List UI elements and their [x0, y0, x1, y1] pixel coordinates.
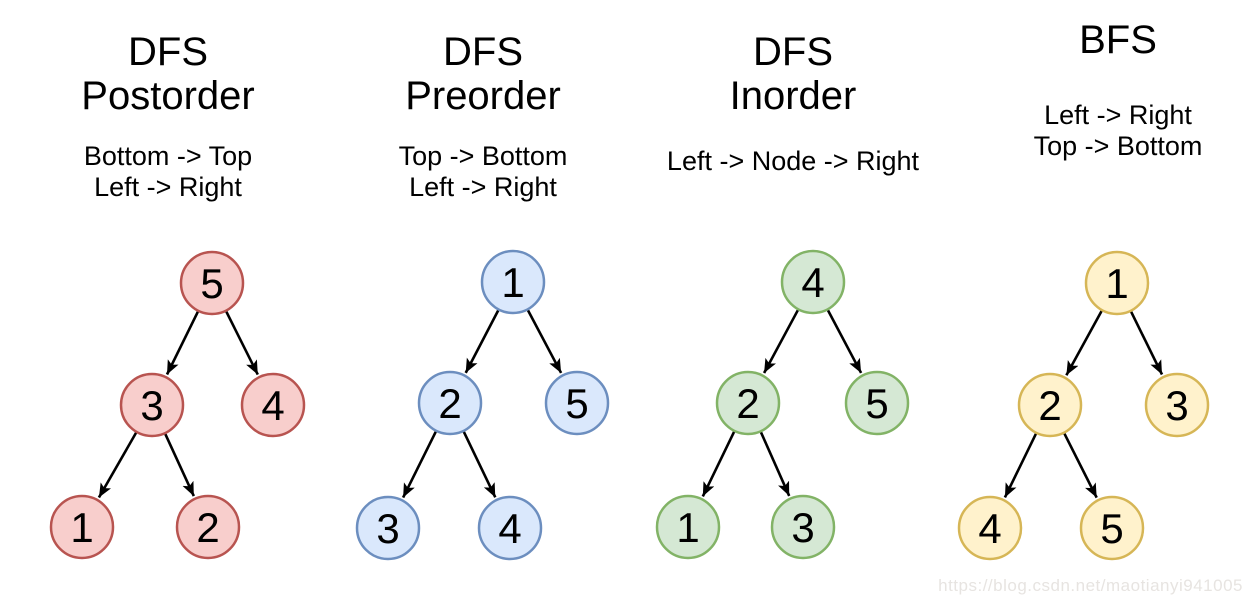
- tree-edge-arrow: [401, 430, 438, 499]
- subtitle-dfs-preorder: Top -> Bottom Left -> Right: [398, 141, 568, 202]
- tree-edge-arrow: [1003, 432, 1038, 499]
- tree-edge-arrow: [1129, 310, 1164, 376]
- title-dfs-postorder: DFS Postorder: [81, 30, 255, 118]
- tree-node-circle-left-left: [49, 494, 115, 560]
- tree-edge-arrow: [1065, 309, 1104, 376]
- tree-edge-arrow: [762, 308, 800, 374]
- tree-bfs: 1 2 3 4 5: [957, 250, 1210, 561]
- tree-node-label-root: 4: [801, 259, 824, 306]
- tree-edge-arrow: [97, 431, 138, 499]
- tree-node-circle-left-left: [355, 495, 421, 561]
- tree-edge-arrow: [464, 308, 500, 374]
- tree-node-circle-right: [1144, 372, 1210, 438]
- tree-edge-arrow: [462, 430, 497, 498]
- title-bfs: BFS: [1079, 18, 1157, 62]
- tree-edge-arrow: [701, 430, 736, 497]
- tree-node-label-right: 4: [261, 382, 284, 429]
- subtitle-dfs-inorder: Left -> Node -> Right: [666, 146, 920, 176]
- tree-node-circle-root: [780, 249, 846, 315]
- tree-node-circle-right: [240, 372, 306, 438]
- tree-node-label-left: 2: [736, 380, 759, 427]
- tree-node-circle-left: [417, 370, 483, 436]
- tree-node-label-root: 1: [1105, 260, 1128, 307]
- tree-dfs-preorder: 1 2 5 3 4: [355, 249, 610, 561]
- tree-node-circle-left-right: [175, 494, 241, 560]
- tree-edge-arrow: [826, 308, 863, 374]
- tree-node-circle-right: [844, 370, 910, 436]
- tree-node-circle-left-left: [655, 494, 721, 560]
- tree-node-circle-root: [1084, 250, 1150, 316]
- tree-node-label-right: 5: [565, 380, 588, 427]
- tree-node-circle-left-right: [477, 495, 543, 561]
- tree-node-label-left: 2: [1038, 382, 1061, 429]
- tree-node-circle-left: [119, 372, 185, 438]
- tree-edge-arrow: [759, 430, 791, 497]
- subtitle-dfs-postorder: Bottom -> Top Left -> Right: [83, 141, 253, 202]
- tree-node-label-right: 5: [865, 380, 888, 427]
- tree-node-label-root: 1: [501, 259, 524, 306]
- title-dfs-preorder: DFS Preorder: [405, 30, 561, 118]
- tree-node-label-left-left: 1: [70, 504, 93, 551]
- tree-node-label-root: 5: [200, 260, 223, 307]
- tree-dfs-inorder: 4 2 5 1 3: [655, 249, 910, 560]
- tree-node-label-right: 3: [1165, 382, 1188, 429]
- tree-node-circle-left: [715, 370, 781, 436]
- subtitle-bfs: Left -> Right Top -> Bottom: [1033, 100, 1203, 161]
- title-dfs-inorder: DFS Inorder: [729, 30, 857, 118]
- tree-node-circle-left-right: [770, 494, 836, 560]
- tree-node-circle-left: [1017, 372, 1083, 438]
- tree-edge-arrow: [163, 432, 195, 497]
- tree-node-label-left-right: 5: [1100, 505, 1123, 552]
- tree-node-label-left-right: 4: [498, 505, 521, 552]
- tree-edge-arrow: [224, 310, 259, 376]
- tree-node-circle-root: [179, 250, 245, 316]
- tree-node-circle-left-left: [957, 495, 1023, 561]
- tree-node-label-left: 3: [140, 382, 163, 429]
- tree-node-circle-right: [544, 370, 610, 436]
- tree-node-circle-left-right: [1079, 495, 1145, 561]
- tree-edge-arrow: [1062, 432, 1098, 499]
- tree-node-label-left-right: 3: [791, 504, 814, 551]
- tree-edge-arrow: [526, 308, 563, 374]
- tree-edge-arrow: [165, 310, 200, 376]
- tree-node-label-left-left: 1: [676, 504, 699, 551]
- tree-node-label-left-left: 4: [978, 505, 1001, 552]
- tree-node-label-left-left: 3: [376, 505, 399, 552]
- tree-dfs-postorder: 5 3 4 1 2: [49, 250, 306, 560]
- tree-node-label-left-right: 2: [196, 504, 219, 551]
- watermark-url: https://blog.csdn.net/maotianyi941005: [938, 576, 1243, 595]
- tree-node-label-left: 2: [438, 380, 461, 427]
- tree-node-circle-root: [480, 249, 546, 315]
